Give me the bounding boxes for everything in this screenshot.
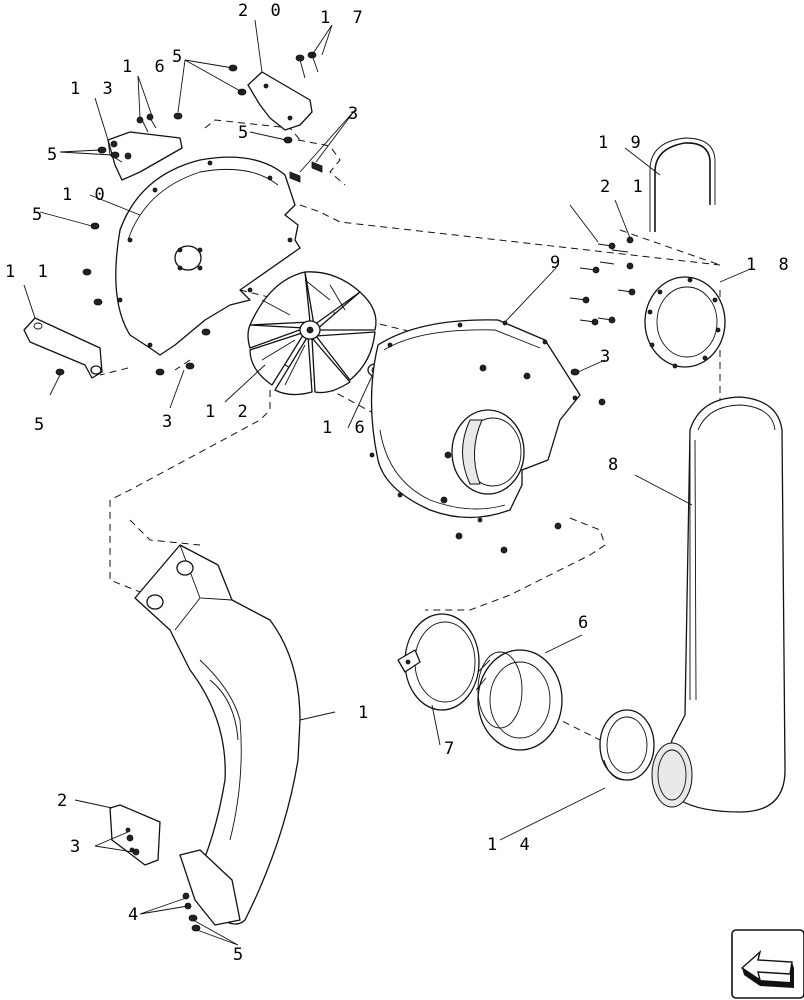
- arm-bracket-part: [23, 317, 103, 379]
- leader-lines: [23, 19, 749, 946]
- callout-1: 1: [358, 703, 374, 723]
- callout-5-left-top: 5: [47, 145, 63, 165]
- callout-5-mid-top: 5: [238, 123, 254, 143]
- callout-3-bottom: 3: [70, 837, 86, 857]
- callout-11: 1 1: [5, 262, 54, 282]
- callout-13: 2 0: [238, 1, 287, 21]
- callout-7: 7: [444, 739, 460, 759]
- adapter-part: [475, 649, 563, 751]
- callout-16-top: 1 7: [320, 8, 369, 28]
- callout-17: 1 8: [746, 255, 795, 275]
- callout-3-top: 3: [348, 104, 364, 124]
- back-arrow-icon[interactable]: [731, 929, 804, 999]
- back-plate-part: [115, 156, 301, 356]
- small-bracket-part: [109, 804, 161, 866]
- callout-4: 4: [128, 905, 144, 925]
- callout-3-left: 3: [162, 412, 178, 432]
- callout-2: 2: [57, 791, 73, 811]
- hose-clamp-part: [397, 613, 480, 711]
- callout-5-bottom-left: 5: [34, 415, 50, 435]
- fasteners: [55, 51, 636, 932]
- callout-18: 1 4: [487, 835, 536, 855]
- callout-19: 1 9: [598, 133, 647, 153]
- callout-3-right: 3: [600, 347, 616, 367]
- u-rod-part: [649, 137, 716, 232]
- callout-20: 2 1: [600, 177, 649, 197]
- discharge-spout-part: [651, 396, 786, 813]
- callout-12: 1 2: [205, 402, 254, 422]
- callout-10: 1 0: [62, 185, 111, 205]
- duct-part: [134, 544, 301, 926]
- callout-9: 9: [550, 253, 566, 273]
- callout-16-left: 1 6: [122, 57, 171, 77]
- ring-gasket-part: [599, 709, 655, 781]
- callout-labels: 2 0 1 7 5 1 6 1 3 3 5 5 1 0 5 1 1 5 3 1 …: [5, 1, 795, 965]
- callout-8: 8: [608, 455, 624, 475]
- fan-impeller-part: [247, 271, 377, 396]
- callout-14: 1 3: [70, 79, 119, 99]
- fan-housing-part: [369, 319, 581, 523]
- callout-5-bottom: 5: [233, 945, 249, 965]
- callout-6: 6: [578, 613, 594, 633]
- top-cover-part: [247, 71, 313, 131]
- ring-flange-part: [644, 276, 726, 369]
- callout-5-top: 5: [172, 47, 188, 67]
- callout-5-left: 5: [32, 205, 48, 225]
- callout-15: 1 6: [322, 418, 371, 438]
